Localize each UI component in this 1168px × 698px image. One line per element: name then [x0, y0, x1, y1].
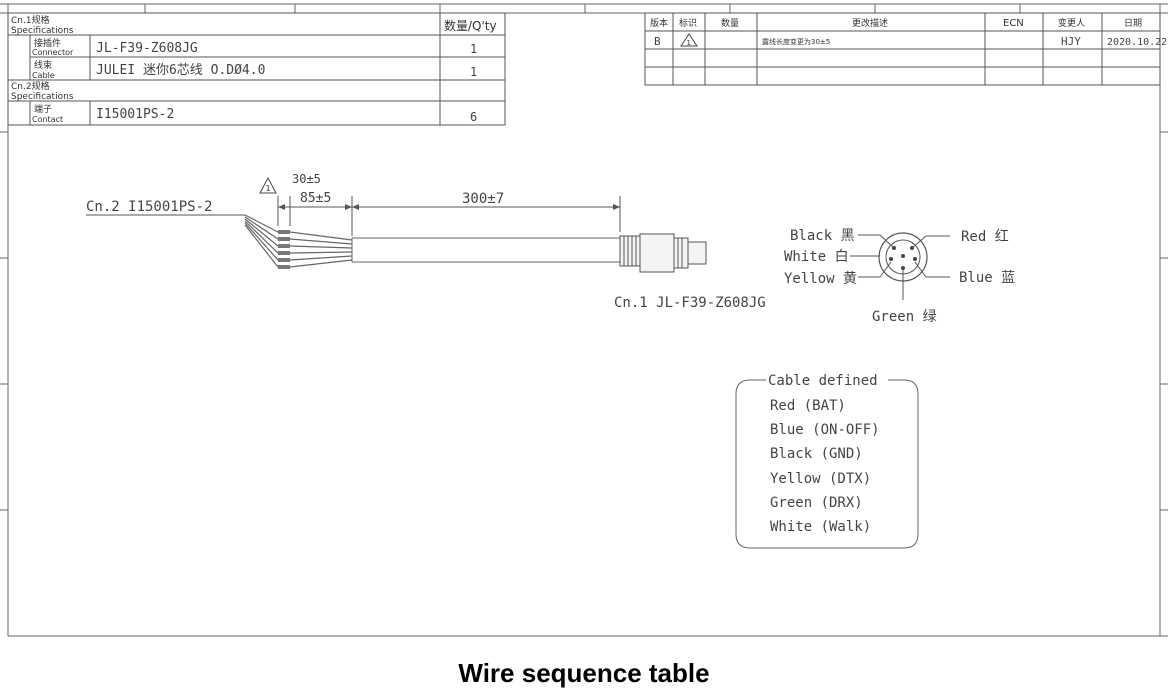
connector-en-label: Connector — [32, 48, 74, 57]
contact-qty: 6 — [470, 110, 477, 124]
cable-defined-box: Cable defined Red (BAT) Blue (ON-OFF) Bl… — [735, 373, 919, 549]
warning-triangle-icon: 1 — [680, 33, 698, 47]
pin-green-label: Green 绿 — [872, 309, 937, 325]
cn1-spec-label: Cn.1规格 — [11, 14, 50, 26]
pin-black-label: Black 黑 — [790, 228, 855, 244]
strip-warning-icon: 1 — [259, 176, 277, 194]
pin-white-label: White 白 — [784, 249, 849, 265]
pin-blue-label: Blue 蓝 — [959, 270, 1015, 286]
cn1-label: Cn.1 JL-F39-Z608JG — [614, 295, 766, 311]
cable-def-item: Red (BAT) — [770, 398, 846, 414]
qty-header: 数量/Q'ty — [444, 18, 497, 33]
rev-changer: HJY — [1061, 35, 1081, 48]
cable-qty: 1 — [470, 65, 477, 79]
pin-leader-lines — [850, 234, 950, 300]
cable-jacket — [351, 237, 620, 263]
drawing-frame — [0, 3, 1168, 637]
cable-def-item: Yellow (DTX) — [770, 471, 871, 487]
rev-header-ecn: ECN — [1003, 18, 1024, 29]
connector-qty: 1 — [470, 42, 477, 56]
rev-description: 露线长度变更为30±5 — [762, 37, 830, 46]
cn2-label: Cn.2 I15001PS-2 — [86, 199, 212, 215]
rev-date: 2020.10.22 — [1107, 37, 1167, 48]
dim-strip: 30±5 — [292, 172, 321, 186]
pin-red-label: Red 红 — [961, 229, 1009, 245]
cable-cn-label: 线束 — [34, 59, 52, 71]
cn2-spec-label: Cn.2规格 — [11, 80, 50, 92]
rev-mark-number: 1 — [687, 39, 691, 47]
rev-header-changer: 变更人 — [1058, 17, 1085, 29]
spec-table: Cn.1规格 Specifications 数量/Q'ty 接插件 Connec… — [7, 12, 506, 126]
rev-header-mark: 标识 — [679, 17, 697, 29]
cable-def-item: Black (GND) — [770, 446, 863, 462]
cn1-spec-sub: Specifications — [11, 26, 74, 36]
cn2-spec-sub: Specifications — [11, 92, 74, 102]
dimension-arrows — [278, 204, 620, 210]
rev-header-qty: 数量 — [721, 17, 739, 29]
cable-def-item: Blue (ON-OFF) — [770, 422, 880, 438]
connector-cn-label: 接插件 — [34, 37, 61, 49]
cable-def-item: Green (DRX) — [770, 495, 863, 511]
cable-en-label: Cable — [32, 71, 55, 80]
contact-value: I15001PS-2 — [96, 107, 174, 122]
dim-long: 300±7 — [462, 191, 504, 207]
wire-fan — [244, 214, 353, 268]
cable-def-item: White (Walk) — [770, 519, 871, 535]
m8-connector — [619, 233, 707, 273]
contact-en-label: Contact — [32, 115, 63, 124]
dim-short: 85±5 — [300, 191, 331, 206]
pinout-diagram: Black 黑 White 白 Yellow 黄 Red 红 Blue 蓝 Gr… — [784, 228, 1015, 325]
rev-version: B — [654, 35, 661, 48]
cable-value: JULEI 迷你6芯线 O.DØ4.0 — [96, 63, 265, 78]
strip-warning-number: 1 — [266, 184, 271, 193]
rev-header-desc: 更改描述 — [852, 17, 888, 29]
cable-assembly: Cn.2 I15001PS-2 — [86, 172, 766, 311]
pin-dots — [889, 246, 917, 270]
dimension-lines — [277, 196, 621, 236]
technical-drawing: Cn.1规格 Specifications 数量/Q'ty 接插件 Connec… — [0, 3, 1168, 637]
figure-caption: Wire sequence table — [458, 658, 710, 688]
revision-table: 版本 标识 数量 更改描述 ECN 变更人 日期 B 1 露线长度变更为30±5… — [644, 12, 1167, 86]
contact-cn-label: 端子 — [34, 103, 52, 115]
pin-yellow-label: Yellow 黄 — [784, 270, 857, 287]
rev-header-version: 版本 — [650, 17, 668, 29]
rev-header-date: 日期 — [1124, 18, 1142, 29]
contact-terminals — [278, 230, 290, 269]
cable-defined-title: Cable defined — [768, 373, 878, 389]
connector-value: JL-F39-Z608JG — [96, 41, 198, 56]
